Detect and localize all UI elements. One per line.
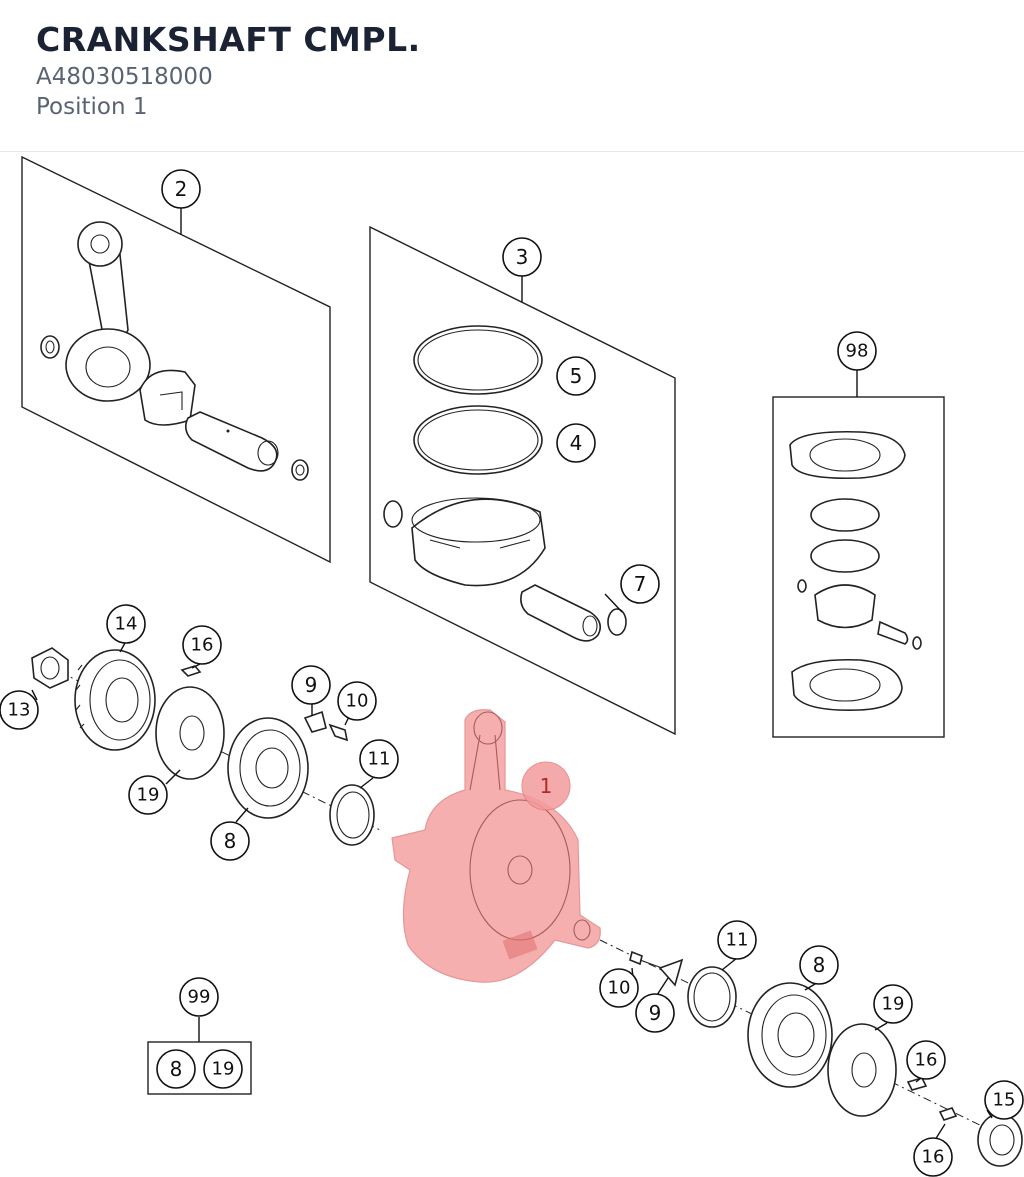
callout-10-right[interactable]: 10: [599, 968, 639, 1008]
callout-8-left[interactable]: 8: [210, 821, 250, 861]
callout-11-right[interactable]: 11: [717, 920, 757, 960]
svg-text:8: 8: [170, 1057, 183, 1081]
left-components: [31, 647, 381, 846]
gasket-set-panel: [772, 370, 945, 738]
piston-kit-panel: [369, 225, 676, 736]
right-components: [599, 939, 1023, 1167]
callout-8-right[interactable]: 8: [799, 945, 839, 985]
callout-15[interactable]: 15: [984, 1080, 1024, 1120]
svg-text:8: 8: [813, 953, 826, 977]
callout-19-left[interactable]: 19: [128, 775, 168, 815]
svg-text:19: 19: [882, 994, 905, 1015]
callout-16-right[interactable]: 16: [906, 1040, 946, 1080]
callout-2[interactable]: 2: [161, 169, 201, 209]
svg-text:99: 99: [188, 987, 211, 1008]
callout-99[interactable]: 99: [179, 977, 219, 1017]
svg-text:7: 7: [634, 572, 647, 596]
svg-text:8: 8: [224, 829, 237, 853]
crankshaft-highlight: [391, 709, 601, 983]
svg-text:5: 5: [570, 364, 583, 388]
callout-99-item-19[interactable]: 19: [203, 1049, 243, 1089]
callout-10-left[interactable]: 10: [337, 681, 377, 721]
page-title: CRANKSHAFT CMPL.: [36, 20, 421, 59]
callout-14[interactable]: 14: [106, 604, 146, 644]
callout-1[interactable]: 1: [521, 761, 571, 811]
svg-text:9: 9: [305, 673, 318, 697]
svg-text:10: 10: [346, 691, 369, 712]
svg-text:11: 11: [368, 749, 391, 770]
svg-text:10: 10: [608, 978, 631, 999]
svg-text:15: 15: [993, 1090, 1016, 1111]
part-number: A48030518000: [36, 64, 213, 90]
svg-text:4: 4: [570, 431, 583, 455]
svg-text:16: 16: [191, 635, 214, 656]
callout-13[interactable]: 13: [0, 690, 39, 730]
callout-98[interactable]: 98: [837, 331, 877, 371]
svg-text:98: 98: [846, 341, 869, 362]
callout-19-right[interactable]: 19: [873, 984, 913, 1024]
svg-text:19: 19: [212, 1059, 235, 1080]
svg-text:16: 16: [922, 1147, 945, 1168]
callout-16-bottom[interactable]: 16: [913, 1137, 953, 1177]
callout-3[interactable]: 3: [502, 237, 542, 277]
svg-text:3: 3: [516, 245, 529, 269]
svg-text:11: 11: [726, 930, 749, 951]
callout-5[interactable]: 5: [556, 356, 596, 396]
callout-99-item-8[interactable]: 8: [156, 1049, 196, 1089]
callout-4[interactable]: 4: [556, 423, 596, 463]
svg-text:1: 1: [540, 774, 553, 798]
svg-text:2: 2: [175, 177, 188, 201]
conrod-kit-panel: [21, 155, 331, 564]
svg-text:9: 9: [649, 1001, 662, 1025]
position-label: Position 1: [36, 94, 148, 120]
callout-9-right[interactable]: 9: [635, 993, 675, 1033]
callout-11-left[interactable]: 11: [359, 739, 399, 779]
callout-16-top[interactable]: 16: [182, 625, 222, 665]
svg-text:19: 19: [137, 785, 160, 806]
callout-9-left[interactable]: 9: [291, 665, 331, 705]
svg-text:16: 16: [915, 1050, 938, 1071]
svg-text:14: 14: [115, 614, 138, 635]
page-header: CRANKSHAFT CMPL. A48030518000 Position 1: [0, 0, 1024, 152]
callout-7[interactable]: 7: [620, 564, 660, 604]
svg-text:13: 13: [8, 700, 31, 721]
